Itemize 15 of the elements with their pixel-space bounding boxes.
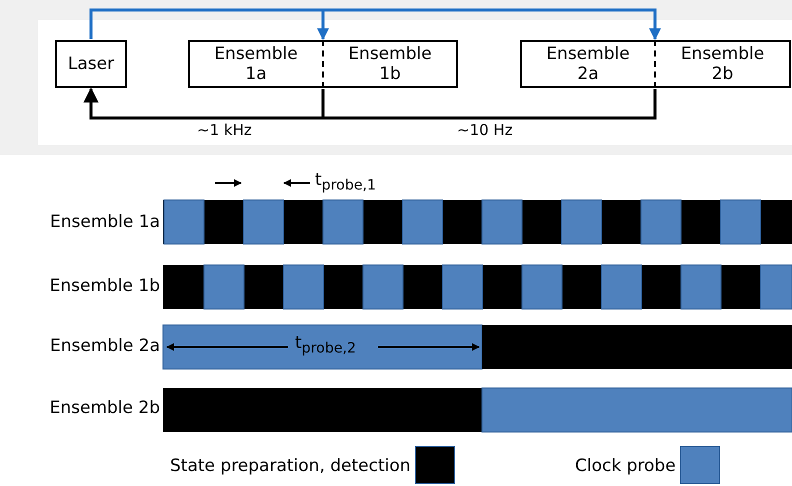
- row-label: Ensemble 1b: [50, 276, 160, 296]
- row-label: Ensemble 2a: [50, 336, 160, 356]
- row-label: Ensemble 1a: [50, 212, 160, 232]
- duration-label: t$_{probe,1}$: [315, 170, 376, 194]
- duration-label: t$_{probe,2}$: [295, 333, 356, 356]
- laser-box: Laser: [55, 40, 127, 88]
- ensemble-box: Ensemble 2b: [656, 40, 791, 88]
- legend-label: Clock probe: [575, 456, 676, 476]
- arrow: [84, 88, 656, 120]
- arrow: [90, 8, 661, 40]
- ensemble-box: Ensemble 2a: [520, 40, 656, 88]
- legend-label: State preparation, detection: [170, 456, 411, 476]
- row-label: Ensemble 2b: [50, 398, 160, 418]
- ensemble-box: Ensemble 1a: [188, 40, 324, 88]
- ensemble-box: Ensemble 1b: [324, 40, 458, 88]
